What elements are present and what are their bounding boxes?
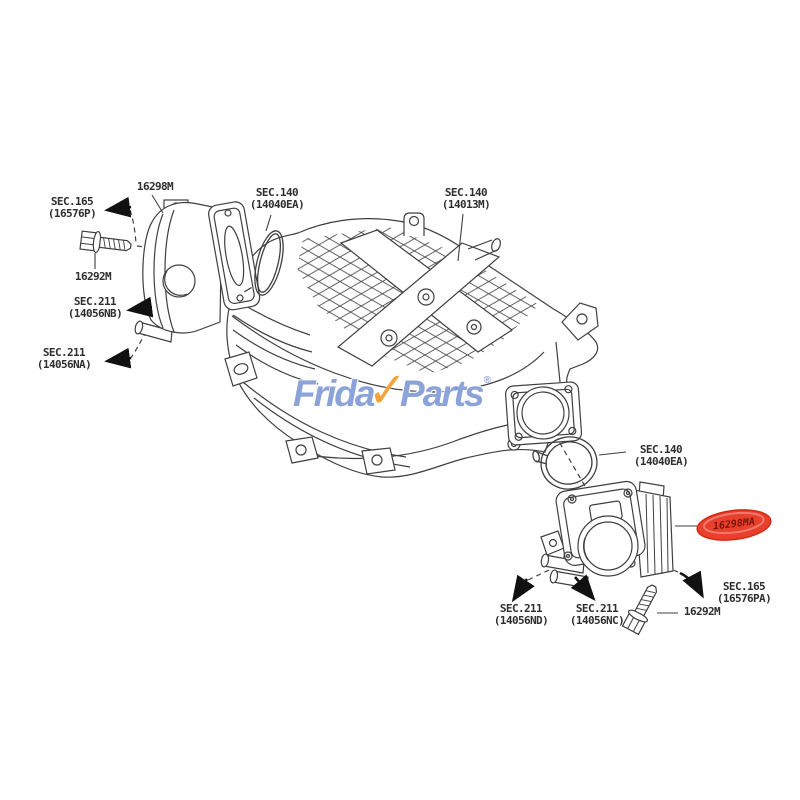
callout-sec211-nb: SEC.211 (14056NB) bbox=[67, 295, 123, 320]
throttle-body-upper bbox=[134, 199, 261, 343]
callout-line: SEC.211 bbox=[575, 602, 619, 615]
callout-line: (14056NB) bbox=[67, 306, 123, 320]
callout-line: (14056NC) bbox=[569, 613, 625, 627]
callout-line: (14013M) bbox=[441, 197, 491, 211]
callout-line: SEC.211 bbox=[42, 346, 86, 359]
callout-line: SEC.165 bbox=[50, 195, 94, 208]
highlight-oval bbox=[696, 509, 772, 541]
callout-line: SEC.211 bbox=[73, 295, 117, 308]
callout-sec211-nd: SEC.211 (14056ND) bbox=[493, 602, 549, 627]
callout-line: SEC.211 bbox=[499, 602, 543, 615]
callout-line: (14056NA) bbox=[36, 357, 92, 371]
callout-16292m-top: 16292M bbox=[74, 270, 112, 283]
callout-line: (14056ND) bbox=[493, 613, 549, 627]
callout-line: (14040EA) bbox=[249, 197, 305, 211]
callout-line: (14040EA) bbox=[633, 454, 689, 468]
throttle-body-lower bbox=[540, 480, 674, 589]
callout-line: SEC.140 bbox=[444, 186, 488, 199]
callout-16298m: 16298M bbox=[136, 180, 174, 193]
callout-line: SEC.165 bbox=[722, 580, 766, 593]
callout-line: 16292M bbox=[74, 270, 112, 283]
callout-line: SEC.140 bbox=[639, 443, 683, 456]
callout-sec140-right: SEC.140 (14040EA) bbox=[633, 443, 689, 468]
leader-lines bbox=[94, 194, 698, 614]
callout-sec211-na: SEC.211 (14056NA) bbox=[36, 346, 92, 371]
bolt-lower bbox=[620, 580, 664, 636]
callout-arrows bbox=[104, 196, 704, 603]
callout-sec211-nc: SEC.211 (14056NC) bbox=[569, 602, 625, 627]
callout-line: (16576P) bbox=[47, 206, 97, 220]
callout-sec140-top: SEC.140 (14040EA) bbox=[249, 186, 305, 211]
callout-sec140-14013m: SEC.140 (14013M) bbox=[441, 186, 491, 211]
callout-line: 16298M bbox=[136, 180, 174, 193]
intake-manifold bbox=[224, 212, 599, 478]
o-ring-lower bbox=[532, 436, 598, 490]
callout-sec165-pa: SEC.165 (16576PA) bbox=[716, 580, 772, 605]
throttle-mount-flange bbox=[505, 381, 583, 446]
callout-sec165-top: SEC.165 (16576P) bbox=[47, 195, 97, 220]
o-ring-upper bbox=[243, 230, 284, 296]
callout-line: 16292M bbox=[683, 605, 721, 618]
bolt-upper bbox=[79, 229, 133, 258]
callout-16292m-bottom: 16292M bbox=[683, 605, 721, 618]
callout-line: (16576PA) bbox=[716, 591, 772, 605]
callout-line: SEC.140 bbox=[255, 186, 299, 199]
